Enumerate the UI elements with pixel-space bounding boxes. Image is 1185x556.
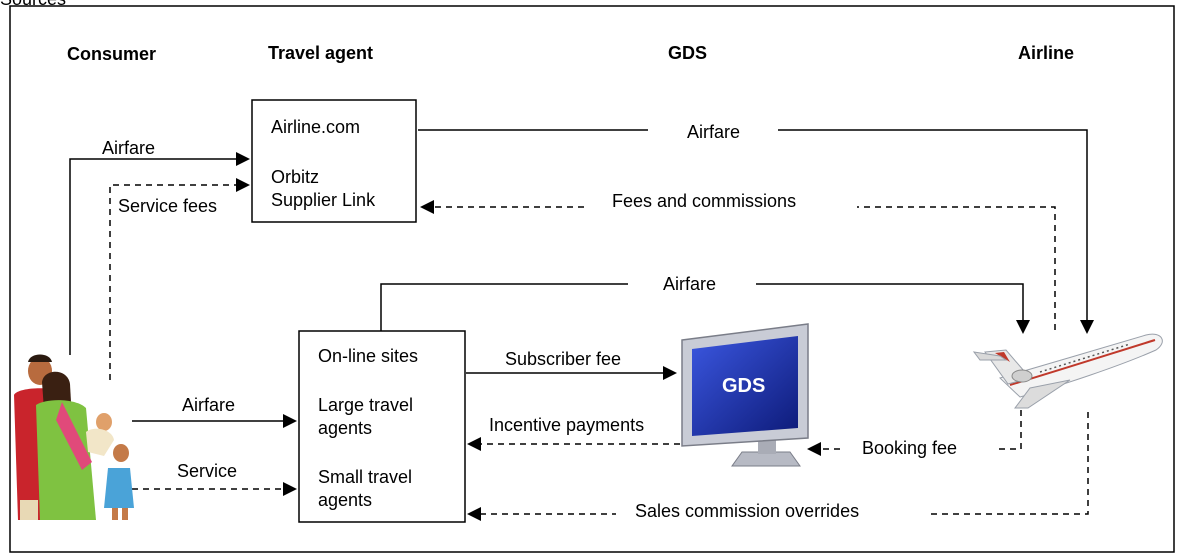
label-airfare-consumer-top: Airfare [102, 138, 155, 158]
label-airfare-bottom-airline: Airfare [663, 274, 716, 294]
label-bg-booking-fee [845, 434, 995, 462]
box-line-online-sites: On-line sites [318, 346, 418, 366]
computer-monitor-icon: GDS [681, 323, 809, 467]
monitor-label: GDS [722, 375, 765, 397]
label-bg-fees-commissions [585, 192, 857, 220]
family-illustration [14, 354, 134, 520]
box-line-small-agents: agents [318, 490, 372, 510]
label-service: Service [177, 461, 237, 481]
box-line-small-travel: Small travel [318, 467, 412, 487]
header-consumer: Consumer [67, 44, 156, 64]
airplane-icon [972, 333, 1163, 409]
label-bg-airfare-top [648, 116, 778, 144]
travel-agents-box [298, 330, 466, 523]
label-subscriber-fee: Subscriber fee [505, 349, 621, 369]
box-line-airline-com: Airline.com [271, 117, 360, 137]
header-airline: Airline [1018, 43, 1074, 63]
header-travel-agent: Travel agent [268, 43, 373, 63]
label-bg-airfare-bottom [628, 270, 756, 298]
box-line-orbitz: Orbitz [271, 167, 319, 187]
label-fees-commissions: Fees and commissions [612, 191, 796, 211]
arrow-sales-commission-overrides [467, 412, 1089, 521]
box-line-supplier-link: Supplier Link [271, 190, 376, 210]
label-bg-service-fees [114, 192, 238, 218]
arrow-airfare-top-airline [418, 129, 1094, 334]
label-service-fees: Service fees [118, 196, 217, 216]
top-label: Sources [0, 0, 66, 9]
arrow-airfare-consumer-top [69, 152, 250, 355]
label-incentive-payments: Incentive payments [489, 415, 644, 435]
outer-border [9, 5, 1175, 553]
label-booking-fee: Booking fee [862, 438, 957, 458]
label-sales-commission-overrides: Sales commission overrides [635, 501, 859, 521]
label-airfare-consumer-bottom: Airfare [182, 395, 235, 415]
online-supplier-box [251, 99, 417, 223]
box-line-large-agents: agents [318, 418, 372, 438]
arrow-fees-commissions [420, 200, 1056, 330]
header-gds: GDS [668, 43, 707, 63]
box-line-large-travel: Large travel [318, 395, 413, 415]
arrow-service-fees [109, 178, 250, 380]
label-airfare-top-airline: Airfare [687, 122, 740, 142]
label-bg-sales-commission [616, 498, 928, 526]
